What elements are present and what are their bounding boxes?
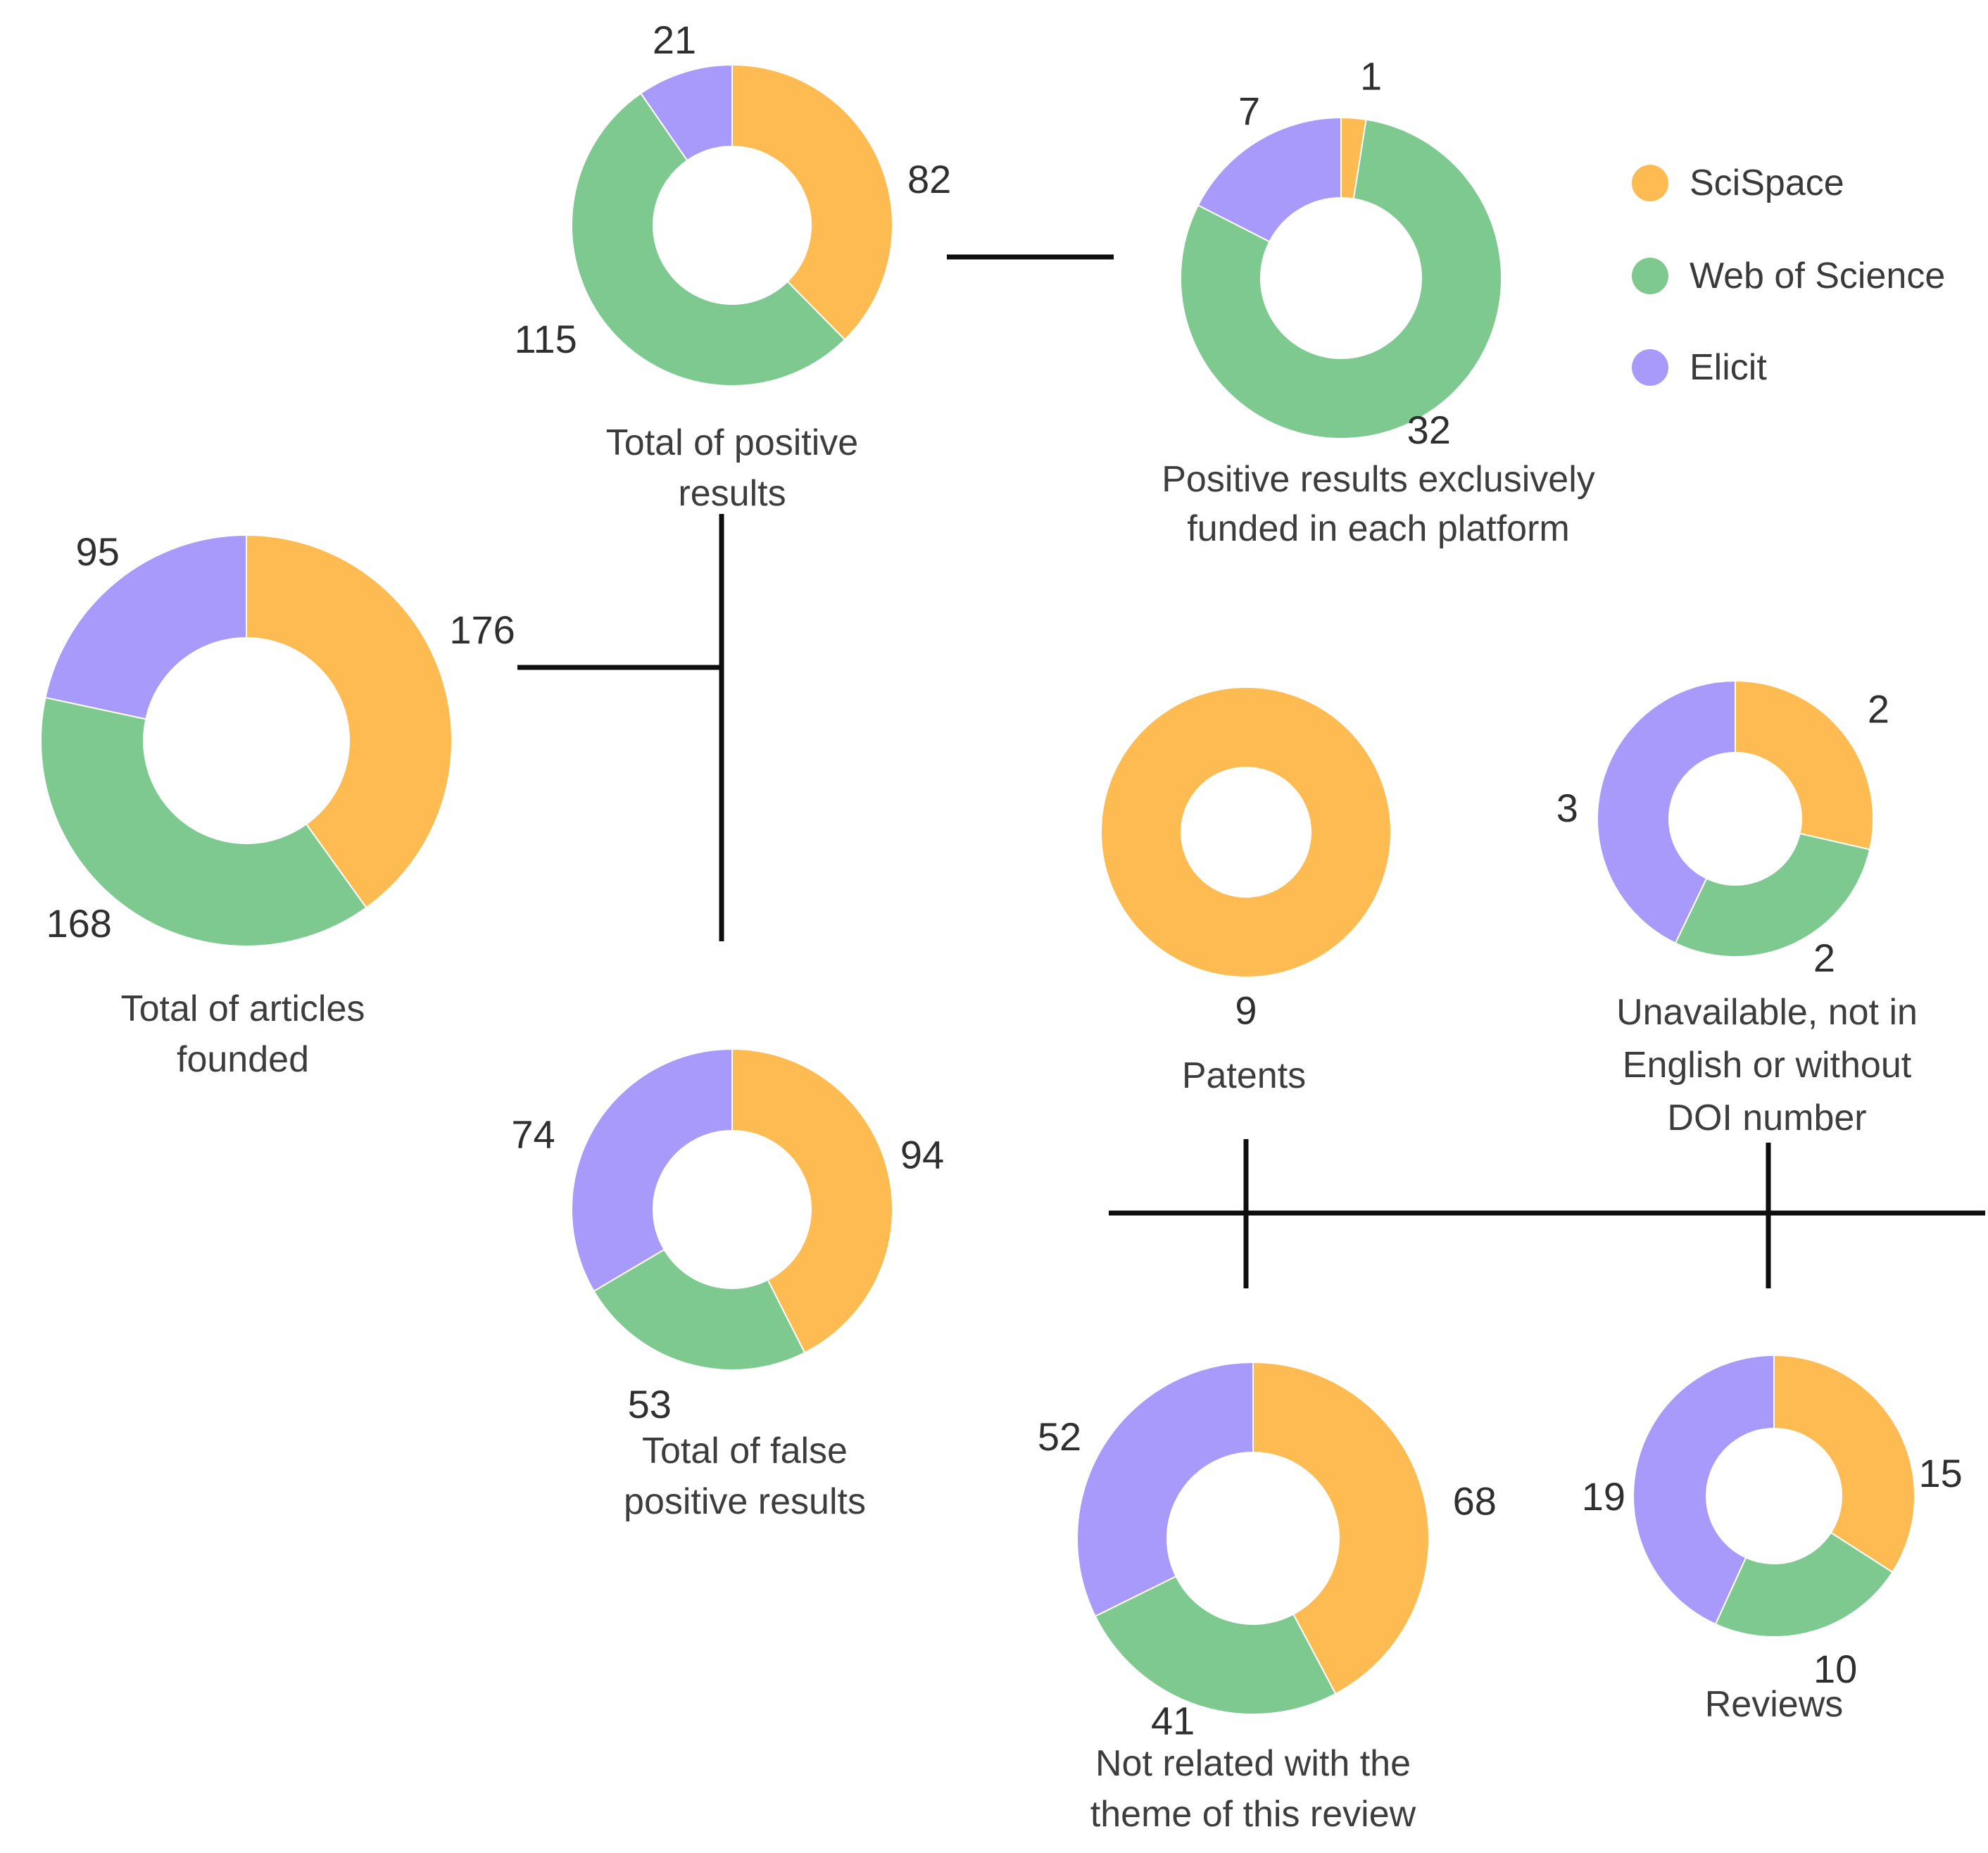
chart-title: Unavailable, not in [1616, 992, 1918, 1033]
legend-swatch-web-of-science-icon [1632, 258, 1668, 294]
legend-item-scispace: SciSpace [1632, 162, 1844, 204]
legend-swatch-elicit-icon [1632, 349, 1668, 386]
chart-title: theme of this review [1090, 1794, 1416, 1835]
slice-value-label: 7 [1238, 89, 1260, 133]
chart-title: Reviews [1705, 1684, 1844, 1725]
chart-title: positive results [624, 1481, 866, 1522]
slice-value-label: 176 [449, 608, 515, 652]
legend-label-web-of-science: Web of Science [1690, 256, 1946, 296]
slice-wos [40, 696, 367, 947]
slice-value-label: 95 [76, 529, 120, 574]
slice-scispace [1773, 1355, 1915, 1574]
slice-scispace [731, 1048, 893, 1354]
slice-elicit [571, 1048, 733, 1292]
chart-title: founded [177, 1039, 309, 1080]
slice-scispace [1102, 688, 1390, 976]
slice-value-label: 115 [514, 317, 577, 361]
slice-elicit [44, 534, 247, 720]
slice-value-label: 15 [1919, 1451, 1963, 1495]
slice-value-label: 168 [46, 901, 111, 946]
legend-item-web-of-science: Web of Science [1632, 255, 1945, 297]
slice-wos [571, 92, 846, 387]
slice-wos [1180, 118, 1502, 439]
slice-elicit [1597, 680, 1736, 944]
legend-swatch-scispace-icon [1632, 165, 1668, 201]
slice-value-label: 21 [653, 18, 696, 62]
slice-value-label: 74 [511, 1112, 555, 1156]
slice-value-label: 32 [1407, 408, 1451, 452]
chart-title: Total of positive [606, 422, 858, 463]
slice-wos [1094, 1576, 1337, 1715]
chart-title: Not related with the [1095, 1743, 1411, 1784]
chart-title: results [678, 473, 786, 514]
slice-elicit [1197, 117, 1342, 243]
slice-scispace [731, 64, 893, 341]
slice-value-label: 53 [628, 1382, 672, 1426]
legend-label-scispace: SciSpace [1690, 163, 1844, 203]
chart-title: Patents [1182, 1055, 1306, 1096]
slice-scispace [1252, 1362, 1430, 1695]
slice-elicit [1076, 1362, 1254, 1617]
slice-value-label: 9 [1235, 988, 1257, 1033]
chart-title: funded in each platform [1187, 508, 1569, 549]
slice-value-label: 94 [900, 1133, 944, 1177]
slice-value-label: 41 [1151, 1699, 1195, 1743]
chart-title: DOI number [1667, 1098, 1866, 1138]
chart-title: Total of articles [121, 988, 365, 1029]
chart-title: Total of false [642, 1431, 848, 1471]
chart-title: Positive results exclusively [1162, 459, 1595, 500]
slice-value-label: 1 [1360, 54, 1382, 98]
chart-title: English or without [1623, 1045, 1912, 1086]
slice-scispace [246, 534, 453, 909]
slice-wos [1674, 832, 1871, 957]
slice-value-label: 82 [907, 157, 951, 201]
slice-wos [1714, 1531, 1894, 1638]
slice-scispace [1735, 680, 1874, 850]
slice-value-label: 68 [1453, 1478, 1497, 1523]
slice-elicit [1632, 1355, 1775, 1625]
slice-value-label: 2 [1813, 936, 1835, 980]
legend-label-elicit: Elicit [1690, 347, 1767, 388]
slice-value-label: 19 [1582, 1474, 1625, 1519]
slice-value-label: 10 [1813, 1647, 1857, 1691]
slice-value-label: 52 [1038, 1414, 1081, 1459]
slice-value-label: 3 [1556, 786, 1578, 830]
slice-elicit [640, 64, 733, 161]
legend-item-elicit: Elicit [1632, 346, 1767, 389]
slice-value-label: 2 [1868, 687, 1889, 731]
slice-wos [593, 1248, 806, 1371]
